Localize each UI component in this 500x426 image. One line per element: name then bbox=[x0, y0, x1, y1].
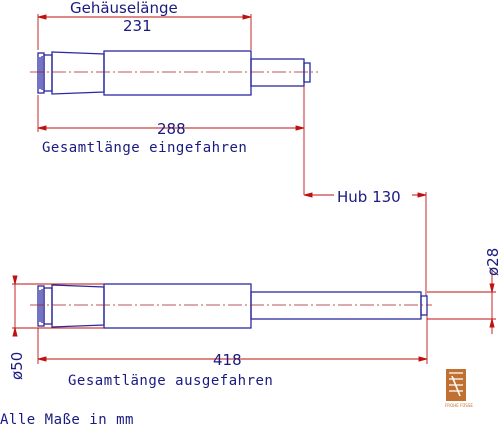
retracted-length-caption: Gesamtlänge eingefahren bbox=[42, 140, 247, 156]
brand-logo: FROHE FÜSSE bbox=[445, 369, 473, 408]
extended-length-dimension bbox=[37, 315, 428, 364]
extended-length-value: 418 bbox=[213, 351, 242, 369]
logo-stripes bbox=[449, 372, 463, 392]
rod-diameter-dimension bbox=[427, 270, 496, 334]
retracted-length-dimension bbox=[37, 86, 305, 195]
logo-text: FROHE FÜSSE bbox=[445, 403, 473, 408]
retracted-rod bbox=[250, 58, 305, 87]
housing-length-title: Gehäuselänge bbox=[70, 0, 178, 17]
extended-rod-tip bbox=[420, 295, 428, 316]
housing-diameter-value: ø50 bbox=[8, 352, 26, 380]
extended-housing-taper bbox=[51, 284, 105, 328]
retracted-end-cap-left bbox=[37, 52, 45, 94]
housing-length-dimension bbox=[37, 14, 252, 50]
extended-length-caption: Gesamtlänge ausgefahren bbox=[68, 373, 273, 389]
stroke-value: Hub 130 bbox=[337, 188, 401, 206]
extended-end-cap-ring bbox=[43, 287, 53, 325]
stroke-dimension bbox=[303, 192, 427, 296]
retracted-length-value: 288 bbox=[157, 120, 186, 138]
rod-diameter-value: ø28 bbox=[484, 248, 500, 276]
units-note: Alle Maße in mm bbox=[0, 412, 134, 426]
retracted-end-cap-ring bbox=[43, 54, 53, 92]
retracted-cylinder bbox=[37, 50, 311, 96]
housing-length-value: 231 bbox=[123, 17, 152, 35]
extended-end-cap-left bbox=[37, 285, 45, 327]
extended-rod bbox=[250, 291, 422, 320]
housing-diameter-dimension bbox=[12, 275, 104, 337]
logo-glyph bbox=[451, 375, 461, 397]
retracted-housing-body bbox=[103, 50, 252, 96]
retracted-rod-tip bbox=[303, 62, 311, 83]
retracted-housing-taper bbox=[51, 51, 105, 95]
extended-cylinder bbox=[37, 283, 428, 329]
stroke-label-bg bbox=[334, 188, 412, 204]
extended-housing-body bbox=[103, 283, 252, 329]
